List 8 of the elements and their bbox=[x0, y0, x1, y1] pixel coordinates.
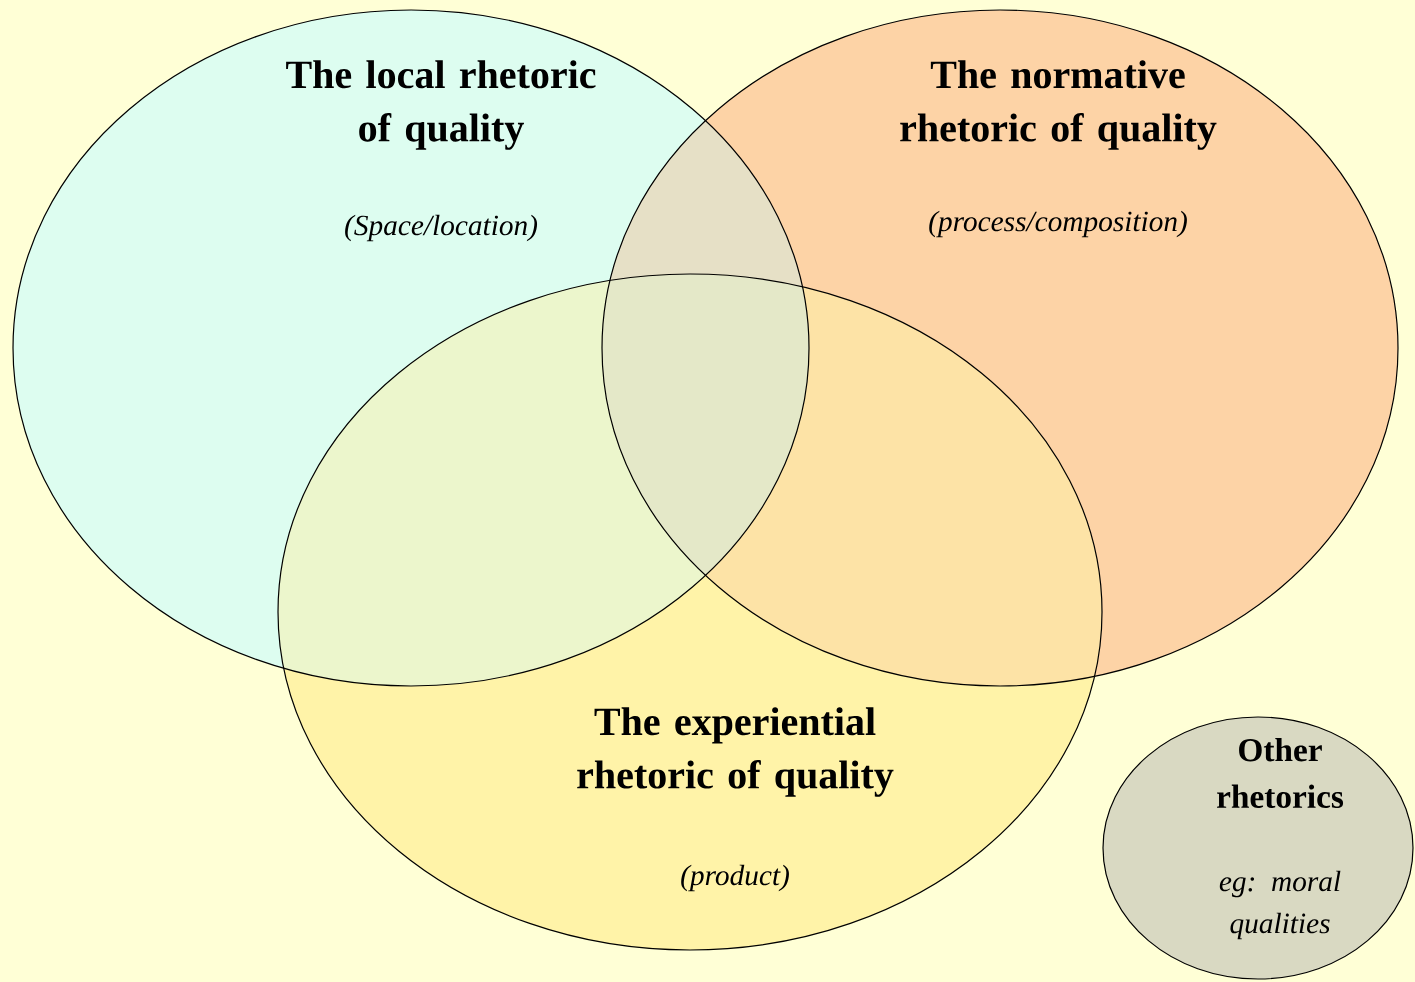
ellipse-heading: The experiential rhetoric of quality bbox=[577, 707, 894, 797]
ellipse-heading: The normative rhetoric of quality bbox=[900, 60, 1217, 150]
ellipse-subtitle: (process/composition) bbox=[929, 210, 1187, 238]
ellipse-subtitle: (Space/location) bbox=[345, 214, 538, 242]
ellipse-subtitle: eg: moral qualities bbox=[1219, 870, 1341, 940]
ellipse-heading: Other rhetorics bbox=[1217, 737, 1344, 809]
ellipse-heading: The local rhetoric of quality bbox=[286, 60, 596, 150]
ellipse-subtitle: (product) bbox=[681, 864, 789, 892]
